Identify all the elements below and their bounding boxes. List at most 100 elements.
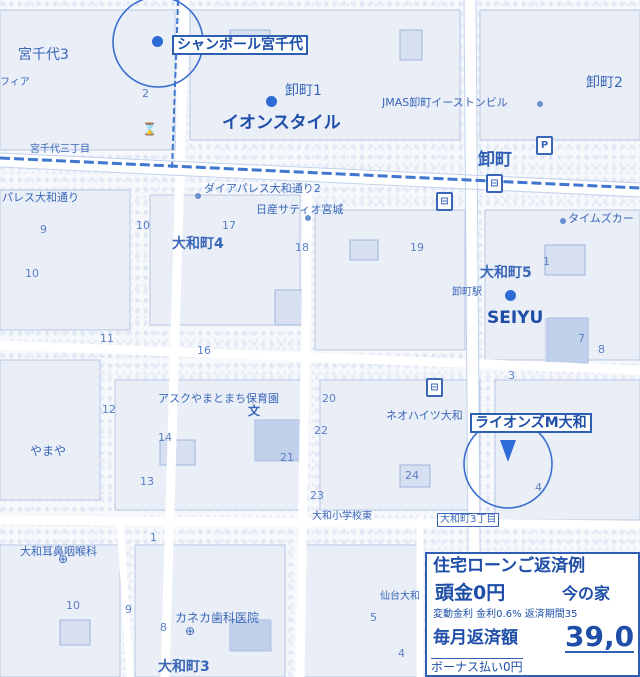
block-number: 17 (222, 219, 236, 232)
block-number: 18 (295, 241, 309, 254)
railway-line (0, 156, 640, 190)
lions-pin-icon (500, 440, 516, 462)
yamaya-label: やまや (30, 444, 67, 458)
block (299, 544, 421, 677)
yamato-elementary-label: 大和小学校東 (312, 511, 372, 522)
road-edge (0, 166, 640, 198)
building (544, 244, 586, 276)
building-shaded (545, 318, 587, 362)
ad-down-payment: 頭金0円 (435, 582, 506, 604)
jmas-marker[interactable] (537, 101, 543, 107)
block-number: 4 (398, 647, 405, 660)
building-shaded (230, 620, 272, 652)
times-label: タイムズカー (568, 212, 634, 225)
block-number: 1 (543, 255, 550, 268)
school-icon: 文 (248, 404, 261, 418)
railway-branch (171, 0, 179, 171)
block-number: 16 (197, 344, 211, 357)
block-number: 12 (102, 403, 116, 416)
neo-heights-label: ネオハイツ大和 (386, 409, 463, 422)
building (399, 29, 423, 61)
block-number: 22 (314, 424, 328, 437)
ad-current-home: 今の家 (562, 584, 611, 603)
train-station-icon[interactable]: ⊟ (486, 174, 503, 193)
block-number: 8 (598, 343, 605, 356)
dental-clinic-icon: ⊕ (185, 624, 196, 638)
dia-palace-label: ダイアパレス大和通り2 (204, 182, 321, 195)
block-number: 4 (535, 481, 542, 494)
times-marker[interactable] (560, 218, 566, 224)
seiyu-marker[interactable] (505, 290, 516, 301)
block (494, 379, 640, 521)
road (295, 185, 313, 677)
road-edge (0, 152, 640, 184)
yamatomachi-3chome-label: 大和町3丁目 (437, 513, 500, 527)
block-number: 23 (310, 489, 324, 502)
oroshimachi1-label: 卸町1 (285, 83, 322, 99)
ad-monthly-amount: 39,0 (565, 620, 635, 653)
shanvoll-label[interactable]: シャンボール宮千代 (172, 35, 308, 55)
asuku-label: アスクやまとまち保育園 (158, 392, 279, 405)
road (0, 340, 640, 375)
block-number: 20 (322, 392, 336, 405)
block-number: 11 (100, 332, 114, 345)
block-number: 3 (508, 369, 515, 382)
yamatomachi3-label: 大和町3 (158, 659, 210, 675)
parking-icon[interactable]: P (536, 136, 553, 155)
shanvoll-marker[interactable] (152, 36, 163, 47)
block-number: 1 (150, 531, 157, 544)
road-main-east-west (0, 153, 640, 197)
ad-bonus: ボーナス払い0円 (431, 658, 523, 674)
building (59, 619, 91, 646)
jmas-label: JMAS卸町イーストンビル (382, 96, 508, 109)
nissan-label: 日産サティオ宮城 (256, 203, 344, 216)
block-number: 14 (158, 431, 172, 444)
block-number: 9 (125, 603, 132, 616)
oroshimachi-station-label[interactable]: 卸町 (478, 150, 512, 170)
block (0, 544, 121, 677)
landmark-icon: ⌛ (142, 122, 157, 136)
block-number: 10 (25, 267, 39, 280)
block-number: 13 (140, 475, 154, 488)
block (319, 379, 481, 511)
aeon-marker[interactable] (266, 96, 277, 107)
road (160, 0, 190, 677)
block (479, 9, 640, 141)
yamatomachi5-label: 大和町5 (480, 265, 532, 281)
block-number: 10 (66, 599, 80, 612)
block-number: 9 (40, 223, 47, 236)
road (0, 515, 640, 530)
dia-palace-marker[interactable] (195, 193, 201, 199)
parking-label: P (540, 140, 549, 151)
palace-yamato-street-label: パレス大和通り (2, 191, 79, 204)
kaneka-label: カネカ歯科医院 (175, 611, 260, 625)
block-number: 5 (370, 611, 377, 624)
nissan-marker[interactable] (305, 215, 311, 221)
lions-label[interactable]: ライオンズM大和 (470, 413, 592, 433)
block-number: 10 (136, 219, 150, 232)
block-number: 7 (578, 332, 585, 345)
seiyu-label[interactable]: SEIYU (487, 308, 544, 328)
building (349, 239, 379, 261)
miyachiyo-3chome-label: 宮千代三丁目 (30, 144, 90, 155)
oroshi-eki-label: 卸町駅 (452, 287, 482, 298)
block (0, 359, 101, 501)
building (274, 289, 306, 326)
bus-stop-icon[interactable]: ⊟ (436, 192, 453, 211)
fia-label: フィア (0, 77, 30, 88)
block (314, 209, 466, 351)
ad-rate-line: 変動金利 金利0.6% 返済期間35 (433, 609, 578, 620)
block-number: 8 (160, 621, 167, 634)
block (0, 9, 176, 151)
block-number: 19 (410, 241, 424, 254)
yamato-ent-label: 大和耳鼻咽喉科 (20, 545, 97, 558)
sendaidai-yamato-label: 仙台大和 (380, 591, 420, 602)
bus-stop-icon[interactable]: ⊟ (426, 378, 443, 397)
clinic-icon: ⊕ (58, 552, 69, 566)
loan-ad-box: 住宅ローンご返済例 頭金0円 今の家 変動金利 金利0.6% 返済期間35 毎月… (425, 552, 640, 677)
ad-monthly-label: 毎月返済額 (433, 628, 518, 648)
aeon-label[interactable]: イオンスタイル (222, 113, 341, 133)
building (159, 439, 196, 466)
